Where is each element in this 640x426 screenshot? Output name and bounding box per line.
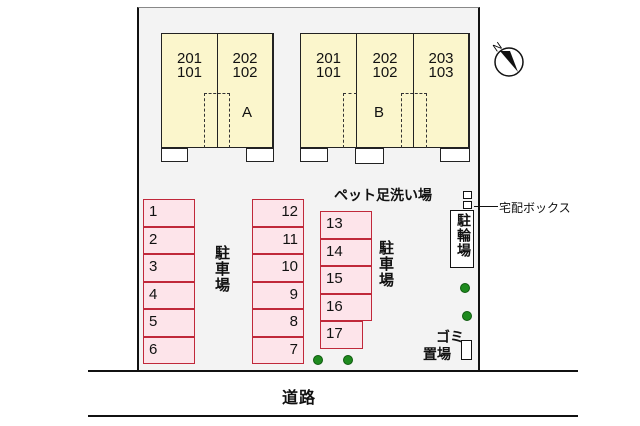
porch	[246, 148, 274, 162]
parking-space-14: 14	[320, 238, 372, 266]
unit-number: 202 102	[232, 50, 258, 81]
parking-space-6: 6	[143, 336, 195, 364]
unit-b-3: 203 103	[414, 34, 469, 147]
parking-space-1: 1	[143, 199, 195, 227]
parking-space-13: 13	[320, 211, 372, 239]
parking-space-16: 16	[320, 293, 372, 321]
north-arrow-icon: N	[490, 38, 526, 80]
tree-icon	[343, 355, 353, 365]
building-b: 201 101 202 102 203 103 B	[300, 33, 470, 148]
parking-space-10: 10	[252, 254, 304, 282]
bicycle-parking-label: 駐輪場	[455, 213, 471, 258]
parking-space-11: 11	[252, 226, 304, 254]
parking-label: 駐車場	[213, 245, 231, 293]
stair-outline	[204, 93, 230, 148]
parking-label: 駐車場	[377, 240, 395, 288]
pet-wash-label: ペット足洗い場	[334, 188, 432, 204]
unit-a-2: 202 102	[218, 34, 273, 147]
unit-number: 201 101	[315, 50, 342, 81]
unit-number: 201 101	[176, 50, 203, 81]
unit-number: 202 102	[372, 50, 398, 81]
parking-space-17: 17	[320, 321, 363, 349]
stair-outline	[401, 93, 427, 148]
road-edge-top	[88, 370, 578, 372]
porch	[355, 148, 384, 164]
building-a: 201 101 202 102 A	[161, 33, 274, 148]
delivery-box-icon	[463, 201, 472, 209]
parking-space-2: 2	[143, 226, 195, 254]
porch	[440, 148, 470, 162]
tree-icon	[462, 311, 472, 321]
building-label: A	[242, 104, 253, 121]
garbage-label-bottom: 置場	[423, 347, 451, 363]
bicycle-parking: 駐輪場	[450, 210, 474, 268]
parking-space-15: 15	[320, 266, 372, 294]
parking-space-8: 8	[252, 309, 304, 337]
unit-b-1: 201 101	[301, 34, 357, 147]
stair-outline	[343, 93, 357, 148]
parking-space-12: 12	[252, 199, 304, 227]
parking-space-4: 4	[143, 281, 195, 309]
porch	[300, 148, 328, 162]
leader-line	[474, 206, 498, 207]
unit-b-2: 202 102	[357, 34, 414, 147]
garbage-area	[461, 340, 472, 360]
porch	[161, 148, 188, 162]
road-label: 道路	[282, 388, 317, 407]
delivery-box-label: 宅配ボックス	[499, 201, 571, 215]
tree-icon	[460, 283, 470, 293]
unit-a-1: 201 101	[162, 34, 218, 147]
road-edge-bottom	[88, 415, 578, 417]
parking-space-3: 3	[143, 254, 195, 282]
parking-space-5: 5	[143, 309, 195, 337]
parking-space-7: 7	[252, 336, 304, 364]
parking-space-9: 9	[252, 281, 304, 309]
building-label: B	[374, 104, 385, 121]
pet-wash-tap-icon	[463, 191, 472, 199]
garbage-label-top: ゴミ	[436, 330, 464, 346]
tree-icon	[313, 355, 323, 365]
unit-number: 203 103	[428, 50, 454, 81]
